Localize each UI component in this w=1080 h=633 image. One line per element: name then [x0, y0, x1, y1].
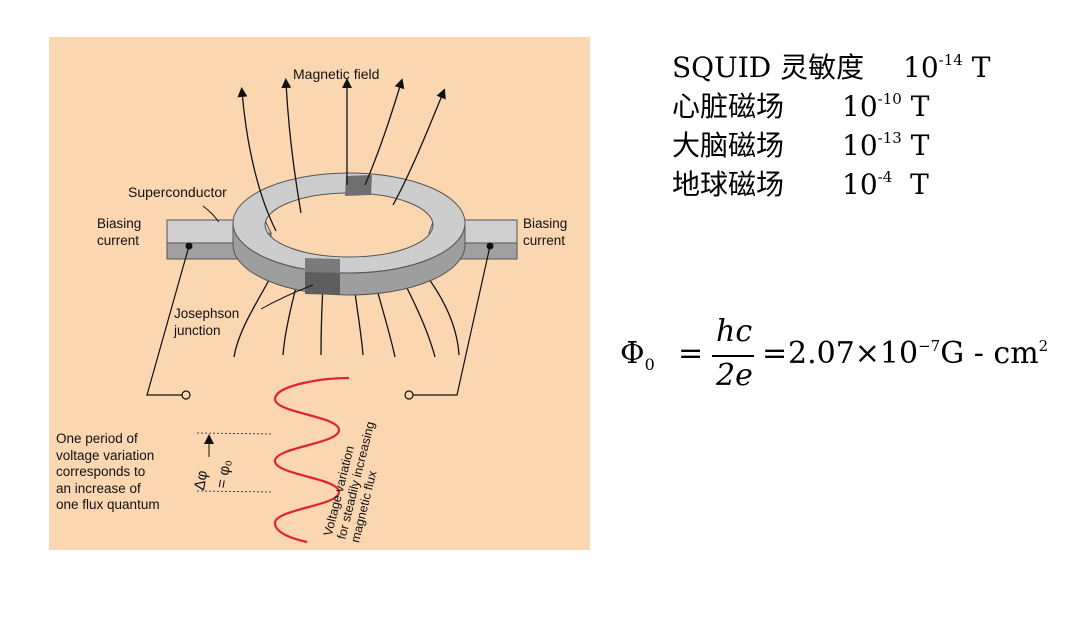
formula-denominator-text: 2e [716, 358, 753, 393]
fact-exponent: -14 [938, 51, 963, 69]
fact-base: 10 [903, 51, 939, 84]
formula-phi: Φ [620, 336, 645, 371]
formula-value-exponent: −7 [918, 337, 941, 355]
formula-denominator: 2e [716, 358, 753, 393]
superconductor-pointer [202, 205, 220, 223]
lead-terminals [181, 242, 494, 400]
fact-name: 大脑磁场 [672, 129, 785, 162]
formula-fraction-bar [712, 355, 754, 357]
formula-lhs: Φ0 [620, 336, 655, 374]
fact-value: 10-10 T [842, 87, 929, 126]
formula-numerator-text: hc [716, 314, 753, 349]
fact-exponent: -13 [877, 129, 902, 147]
formula-equals-1: = [678, 336, 704, 371]
fact-value: 10-14 T [903, 48, 990, 87]
josephson-junction-front [305, 258, 340, 295]
period-note-line4: an increase of [56, 480, 141, 496]
formula-equals-2: = [762, 336, 788, 371]
fact-value: 10-13 T [842, 126, 929, 165]
formula-unit-exponent: 2 [1038, 337, 1049, 355]
period-note-line3: corresponds to [56, 464, 146, 480]
josephson-junction-line2: junction [174, 322, 221, 338]
flux-quantum-formula: Φ0 = hc 2e = 2.07×10−7G - cm2 [620, 310, 1070, 400]
upper-field-lines [237, 78, 446, 232]
voltage-curve [273, 376, 350, 544]
josephson-junction-line1: Josephson [174, 306, 240, 321]
josephson-junction-back [345, 175, 372, 196]
fact-exponent: -4 [877, 168, 893, 186]
fact-name: 地球磁场 [672, 168, 785, 201]
fact-base: 10 [842, 168, 878, 201]
superconducting-ring [232, 172, 466, 296]
biasing-current-left-line2: current [97, 232, 140, 248]
magnetic-field-label: Magnetic field [293, 66, 380, 82]
biasing-current-left-line1: Biasing [97, 216, 142, 231]
period-note-line5: one flux quantum [56, 497, 160, 513]
fact-unit: T [910, 129, 930, 162]
formula-value: 2.07×10−7G - cm2 [788, 336, 1048, 371]
biasing-current-left-label: Biasing current [97, 216, 141, 249]
formula-unit: G - cm [940, 336, 1039, 371]
josephson-pointer [260, 284, 314, 310]
biasing-current-right-line2: current [523, 232, 566, 248]
delta-phi-label: Δφ [191, 469, 212, 492]
biasing-current-right-line1: Biasing [523, 216, 568, 231]
formula-phi-subscript: 0 [644, 355, 655, 374]
fact-unit: T [910, 168, 929, 201]
period-note-line1: One period of [56, 431, 138, 446]
fact-base: 10 [842, 129, 878, 162]
lead-wires [146, 245, 491, 396]
squid-diagram: Magnetic field Superconductor Biasing cu… [49, 37, 590, 550]
superconductor-label: Superconductor [128, 184, 227, 200]
fact-base: 10 [842, 90, 878, 123]
josephson-junction-label: Josephson junction [174, 306, 239, 339]
period-guides [196, 432, 274, 493]
formula-value-mantissa: 2.07×10 [788, 336, 919, 371]
period-note: One period of voltage variation correspo… [56, 431, 160, 514]
biasing-current-right-label: Biasing current [523, 216, 567, 249]
fact-name: SQUID 灵敏度 [672, 51, 865, 84]
fact-value: 10-4 T [842, 165, 929, 204]
fact-exponent: -10 [877, 90, 902, 108]
period-note-line2: voltage variation [56, 447, 155, 463]
fact-unit: T [910, 90, 930, 123]
fact-unit: T [971, 51, 991, 84]
squid-illustration [146, 78, 518, 544]
fact-name: 心脏磁场 [672, 90, 785, 123]
formula-numerator: hc [716, 314, 752, 349]
